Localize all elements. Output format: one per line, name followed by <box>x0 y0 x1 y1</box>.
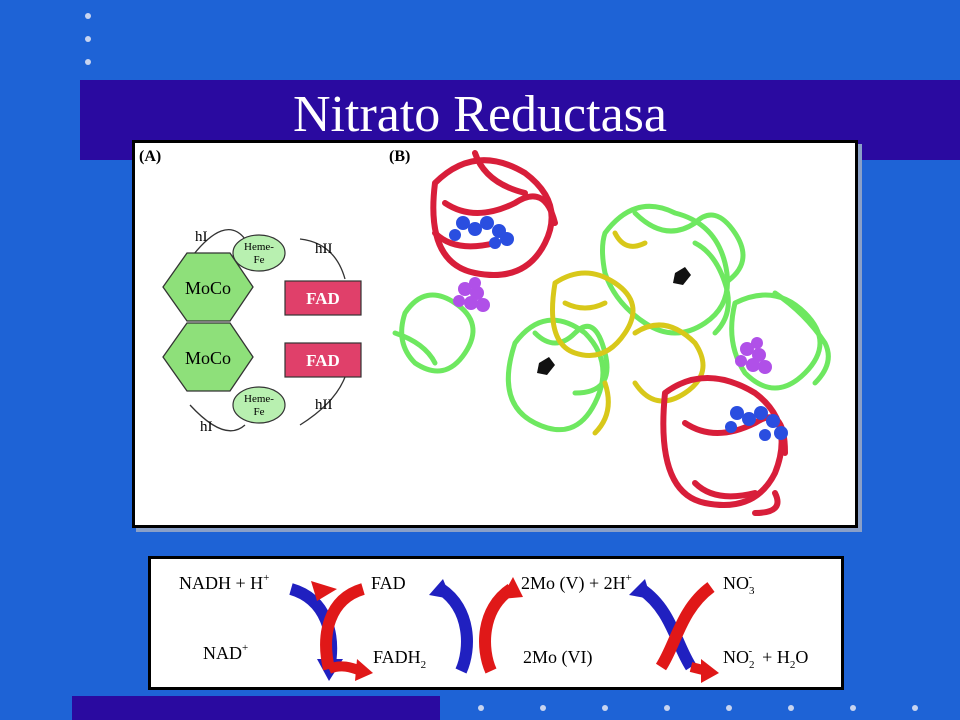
reaction-equations: NADH + H+ NAD+ FAD FADH2 2Mo (V) + 2H+ 2… <box>148 556 844 690</box>
hinge-line <box>189 404 246 432</box>
moco-top-label: MoCo <box>185 278 231 298</box>
decor-dot <box>540 705 546 711</box>
decor-dot <box>85 36 91 42</box>
product-no2: NO2-+ H2O <box>723 645 808 671</box>
hinge-line <box>299 238 346 280</box>
hinge-label: hII <box>315 241 333 257</box>
page-title: Nitrato Reductasa <box>293 86 667 143</box>
figure-svg: (A) MoCo MoCo Heme- Fe Heme- Fe FAD FAD … <box>139 148 831 516</box>
footer-bar <box>72 696 440 720</box>
fad-box-bottom <box>284 342 362 378</box>
protein-figure: (A) MoCo MoCo Heme- Fe Heme- Fe FAD FAD … <box>132 140 858 528</box>
coupled-arrows-3 <box>629 579 719 683</box>
heme-top-line1: Heme- <box>244 241 274 253</box>
moco-hexagon-bottom <box>162 322 254 392</box>
fad-top-label: FAD <box>306 289 340 308</box>
hinge-line <box>189 229 246 260</box>
heme-top <box>232 234 286 272</box>
decor-dot <box>850 705 856 711</box>
decor-dot <box>912 705 918 711</box>
reactant-no3: NO3- <box>723 571 755 597</box>
decor-dot <box>664 705 670 711</box>
fad-box-top <box>284 280 362 316</box>
hinge-label: hI <box>200 419 213 435</box>
product-nad: NAD+ <box>203 642 248 663</box>
moco-hexagon-top <box>162 252 254 322</box>
panel-b-label: (B) <box>389 148 410 165</box>
product-fadh2: FADH2 <box>373 647 426 671</box>
hinge-line <box>299 376 346 426</box>
fad-bottom-label: FAD <box>306 351 340 370</box>
decor-dot <box>602 705 608 711</box>
reactant-fad: FAD <box>371 573 406 593</box>
reactant-mo5: 2Mo (V) + 2H+ <box>521 572 632 594</box>
coupled-arrows-1 <box>289 581 373 681</box>
decor-dot <box>85 13 91 19</box>
decor-dot <box>788 705 794 711</box>
hinge-label: hI <box>195 229 208 245</box>
heme-bottom-line1: Heme- <box>244 393 274 405</box>
heme-bottom-line2: Fe <box>254 406 265 418</box>
panel-a-label: (A) <box>139 148 161 165</box>
decor-dot <box>726 705 732 711</box>
moco-bottom-label: MoCo <box>185 348 231 368</box>
decor-dot <box>478 705 484 711</box>
protein-structure-illustration <box>392 150 831 516</box>
hinge-label: hII <box>315 397 333 413</box>
reaction-svg: NADH + H+ NAD+ FAD FADH2 2Mo (V) + 2H+ 2… <box>179 571 808 683</box>
product-mo6: 2Mo (VI) <box>523 647 593 668</box>
heme-top-line2: Fe <box>254 254 265 266</box>
reactant-nadh: NADH + H+ <box>179 572 269 593</box>
coupled-arrows-2 <box>429 577 523 674</box>
decor-dot <box>85 59 91 65</box>
heme-bottom <box>232 386 286 424</box>
